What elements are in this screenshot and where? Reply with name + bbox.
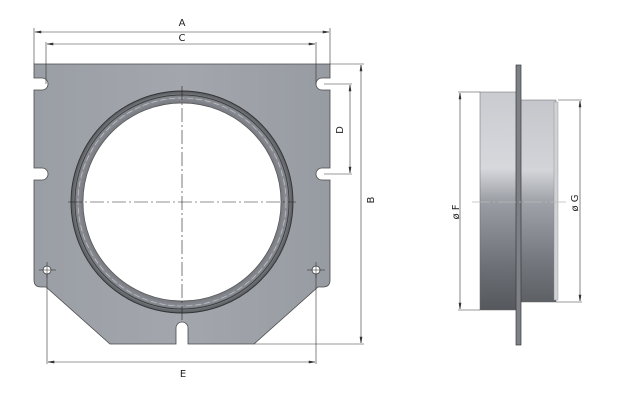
dimensions-side: [458, 91, 582, 311]
dim-label-d: D: [335, 126, 346, 134]
flange-plate: [515, 64, 522, 346]
dim-label-b: B: [366, 196, 377, 203]
dim-label-c: C: [179, 33, 186, 44]
dimensions-front: [33, 28, 364, 364]
dim-label-e: E: [180, 369, 186, 380]
side-view: [472, 64, 566, 346]
dim-label-f: ø F: [451, 204, 462, 219]
spigot-rear: [519, 99, 557, 303]
front-view: [33, 63, 331, 345]
spigot-front: [479, 91, 519, 311]
bolt-hole-left: [39, 262, 56, 278]
dim-label-g: ø G: [570, 194, 581, 211]
dim-label-a: A: [179, 18, 186, 29]
